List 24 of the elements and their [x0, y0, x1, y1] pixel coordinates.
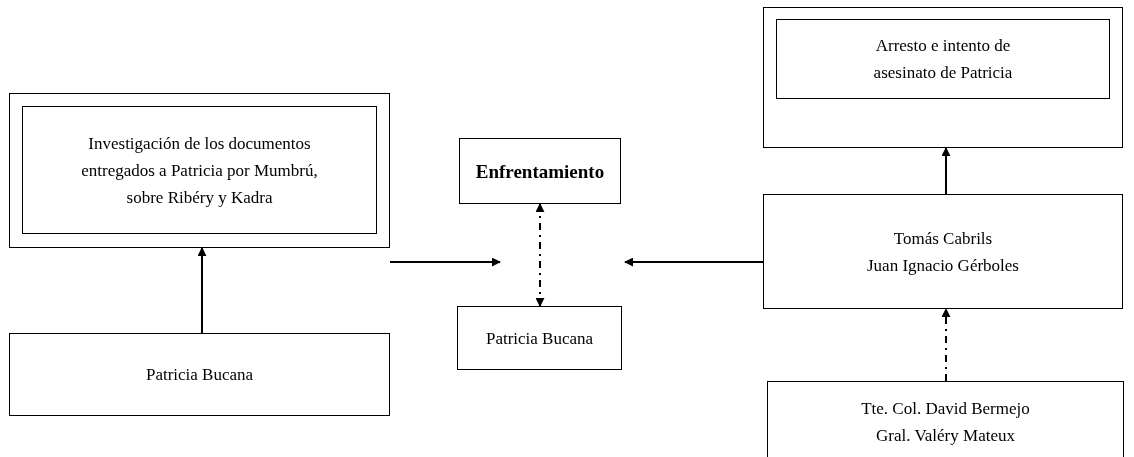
- arrow: [389, 257, 501, 267]
- box-text: Patricia Bucana: [145, 364, 254, 386]
- box-text: Gral. Valéry Mateux: [876, 424, 1015, 447]
- arrow: [535, 203, 545, 307]
- text-box: [22, 106, 377, 234]
- text-box: [767, 381, 1124, 457]
- box-text: Tomás Cabrils: [893, 227, 993, 250]
- box-text: Investigación de los documentos entregados a Patricia por Mumbrú, sobre Ribéry y Kadra: [80, 132, 319, 209]
- box-text: Juan Ignacio Gérboles: [867, 254, 1019, 277]
- box-text: Arresto e intento de asesinato de Patricia: [872, 35, 1014, 84]
- text-box: [776, 19, 1110, 99]
- text-box: [457, 306, 622, 370]
- text-box: [9, 333, 390, 416]
- arrow: [624, 257, 764, 267]
- arrow: [941, 147, 951, 195]
- arrow: [941, 308, 951, 382]
- box-text: Tte. Col. David Bermejo: [861, 397, 1030, 420]
- arrow: [197, 247, 207, 334]
- frame-box: [9, 93, 390, 248]
- text-box: [459, 138, 621, 204]
- box-text: Patricia Bucana: [485, 327, 594, 350]
- box-text: Enfrentamiento: [475, 159, 605, 184]
- frame-box: [763, 7, 1123, 148]
- text-box: [763, 194, 1123, 309]
